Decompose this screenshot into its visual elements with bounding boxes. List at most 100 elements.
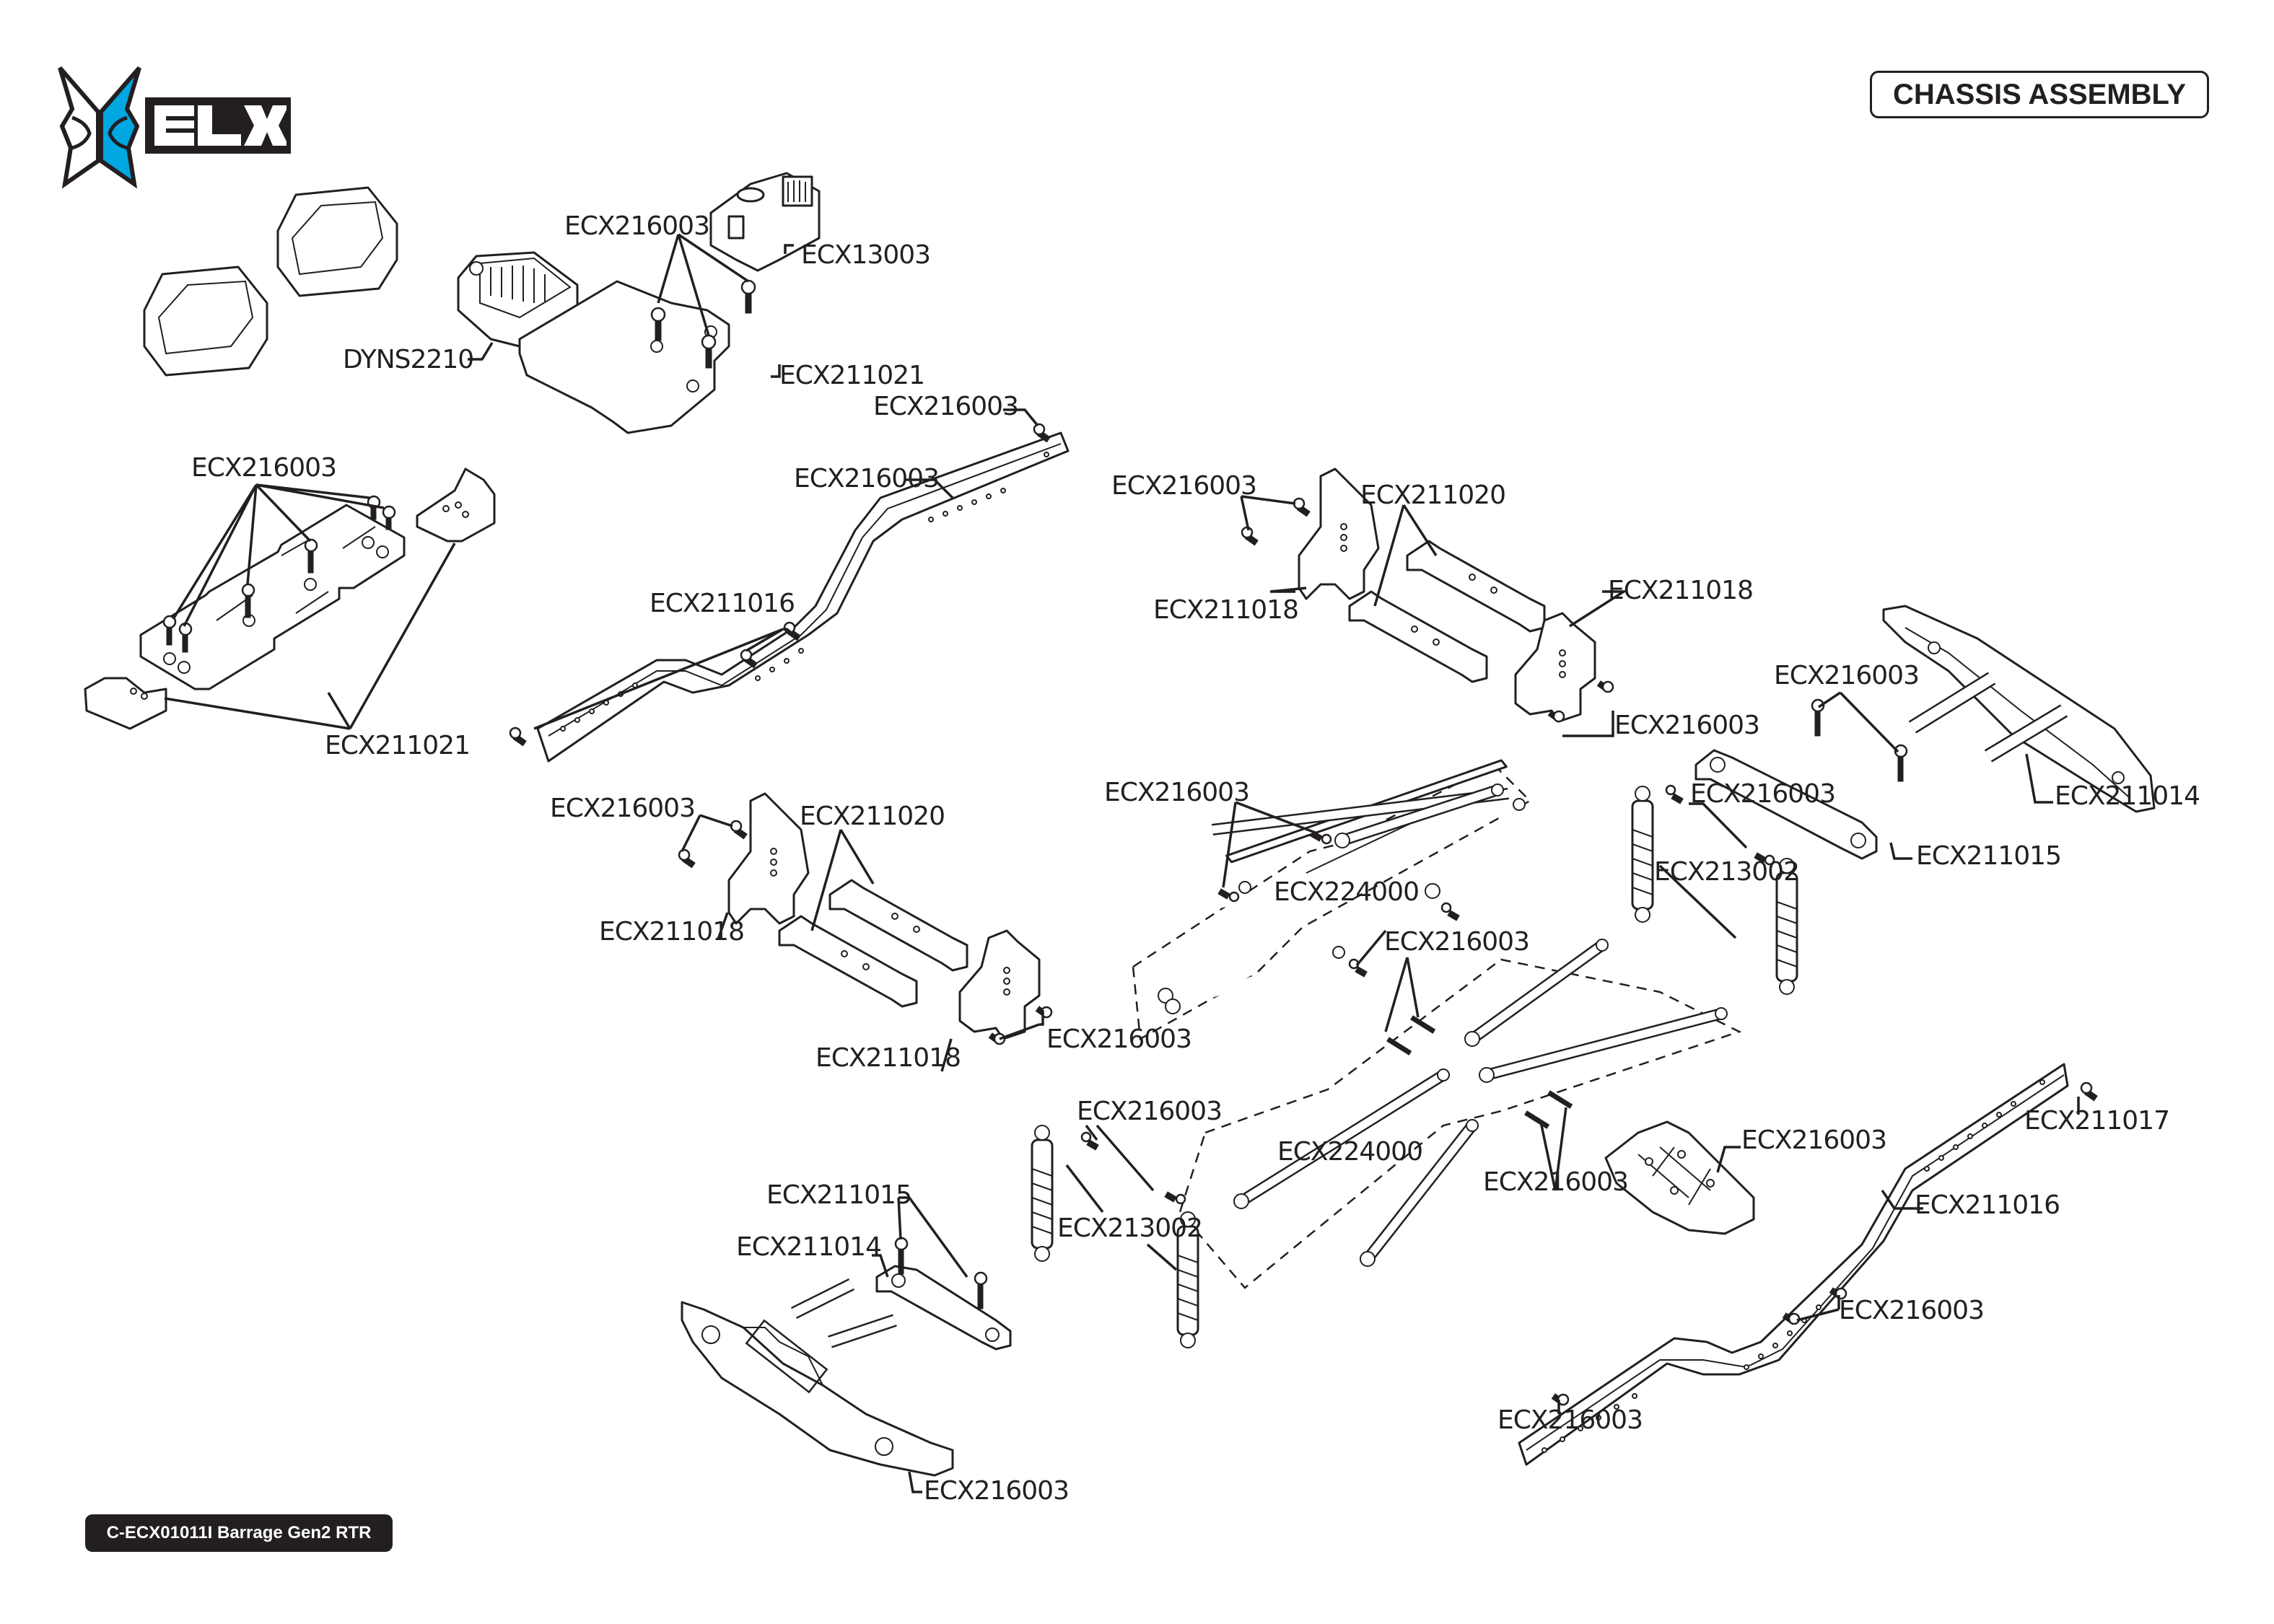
shock-tower-front-right <box>958 929 1041 1040</box>
part-label: ECX216003 <box>1104 778 1249 807</box>
part-label: ECX211018 <box>1153 595 1298 625</box>
screw-icon <box>1829 1287 1847 1300</box>
part-label: ECX216003 <box>1111 471 1256 501</box>
screw-icon <box>1547 710 1565 723</box>
screw-icon <box>1440 902 1460 921</box>
screw-icon <box>894 1237 909 1275</box>
screw-icon <box>509 727 527 747</box>
crossmember-rear-b <box>1406 540 1546 633</box>
part-label: ECX211020 <box>1360 480 1505 510</box>
part-label: ECX216003 <box>1614 711 1759 740</box>
crossmember-rear-a <box>1348 590 1488 683</box>
ecx-emblem-icon <box>58 66 141 189</box>
part-label: ECX213002 <box>1654 857 1799 887</box>
shock-rear-b <box>1775 858 1798 995</box>
shock-front-b <box>1176 1211 1199 1348</box>
screw-icon <box>304 538 318 574</box>
link-group-lower-outline <box>1178 958 1742 1289</box>
part-label: ECX211018 <box>1608 576 1753 605</box>
part-label: DYNS2210 <box>343 345 473 374</box>
part-label: ECX216003 <box>1690 779 1835 809</box>
shock-rear-a <box>1631 786 1654 923</box>
frame-rail-right <box>1518 1063 2069 1466</box>
part-label: ECX216003 <box>1839 1296 1984 1325</box>
front-bumper-mount <box>875 1265 1012 1351</box>
link-rods-upper <box>1158 759 1526 1014</box>
screw-icon <box>783 621 801 641</box>
part-label: ECX213002 <box>1057 1213 1202 1243</box>
part-label: ECX216003 <box>1046 1024 1191 1054</box>
receiver-part <box>709 172 821 272</box>
screw-icon <box>1811 698 1825 737</box>
battery-holder-block-front <box>143 265 268 377</box>
front-bumper <box>681 1278 954 1477</box>
part-label: ECX211018 <box>599 917 744 947</box>
screw-icon <box>650 307 666 341</box>
electronics-plate-upper <box>518 280 730 434</box>
screw-icon <box>678 848 696 869</box>
tray-stop-rear <box>416 468 496 543</box>
screw-icon <box>162 615 177 646</box>
screw-icon <box>740 649 758 669</box>
model-badge: C-ECX01011I Barrage Gen2 RTR <box>85 1514 393 1552</box>
part-label: ECX211017 <box>2024 1106 2169 1136</box>
screw-icon <box>1080 1131 1099 1151</box>
part-label: ECX211014 <box>736 1232 881 1262</box>
screw-icon <box>2080 1081 2098 1102</box>
part-label: ECX211021 <box>325 731 470 760</box>
screw-icon <box>701 334 717 369</box>
frame-rail-left <box>536 431 1070 763</box>
part-label: ECX216003 <box>1077 1097 1222 1126</box>
screw-icon <box>1310 830 1332 845</box>
part-label: ECX216003 <box>1497 1405 1643 1435</box>
screw-icon <box>241 583 255 618</box>
screw-icon <box>1782 1312 1801 1325</box>
screw-icon <box>1894 744 1908 782</box>
screw-icon <box>1241 526 1259 546</box>
part-label: ECX13003 <box>801 240 930 270</box>
rear-bumper-mount <box>1694 749 1878 860</box>
part-label: ECX224000 <box>1274 877 1419 907</box>
link-group-upper-outline <box>1132 763 1532 1041</box>
screw-icon <box>1348 958 1368 978</box>
tray-stop-front <box>84 677 167 730</box>
esc-part <box>457 251 590 348</box>
leader-lines <box>164 233 2080 1493</box>
part-labels: ECX216003 ECX13003 DYNS2210 ECX211021 EC… <box>191 211 2200 1506</box>
link-rods-lower <box>1233 939 1728 1267</box>
screw-icon <box>1217 888 1240 903</box>
part-label: ECX216003 <box>191 453 336 483</box>
screw-icon <box>382 505 396 530</box>
screw-icon <box>367 495 381 520</box>
part-label: ECX211014 <box>2055 781 2200 811</box>
part-label: ECX211020 <box>800 802 945 831</box>
screw-icon <box>1754 852 1775 866</box>
screw-icon <box>1410 1015 1436 1034</box>
part-label: ECX216003 <box>924 1476 1069 1506</box>
screw-icon <box>1547 1090 1573 1109</box>
part-label: ECX216003 <box>794 464 939 493</box>
screw-icon <box>740 279 756 314</box>
part-label: ECX216003 <box>564 211 709 241</box>
part-label: ECX216003 <box>1384 927 1529 957</box>
screw-icon <box>1386 1037 1412 1055</box>
screws <box>162 279 2098 1406</box>
part-label: ECX211016 <box>1915 1190 2060 1220</box>
crossmember-front-a <box>778 915 918 1008</box>
part-label: ECX211021 <box>779 361 924 390</box>
part-label: ECX211015 <box>1916 841 2061 871</box>
screw-icon <box>178 622 193 653</box>
shock-tower-rear-left <box>1298 468 1380 600</box>
screw-icon <box>1551 1393 1570 1406</box>
ecx-logo <box>58 66 291 189</box>
rear-bumper <box>1882 605 2156 813</box>
screw-icon <box>1035 1006 1053 1019</box>
screw-icon <box>1033 423 1051 443</box>
part-label: ECX224000 <box>1277 1137 1422 1167</box>
screw-icon <box>1596 680 1614 693</box>
shock-front-a <box>1031 1125 1054 1262</box>
part-label: ECX211015 <box>766 1180 911 1210</box>
part-label: ECX216003 <box>873 392 1018 421</box>
screw-icon <box>974 1271 988 1309</box>
part-label: ECX216003 <box>1774 661 1919 690</box>
